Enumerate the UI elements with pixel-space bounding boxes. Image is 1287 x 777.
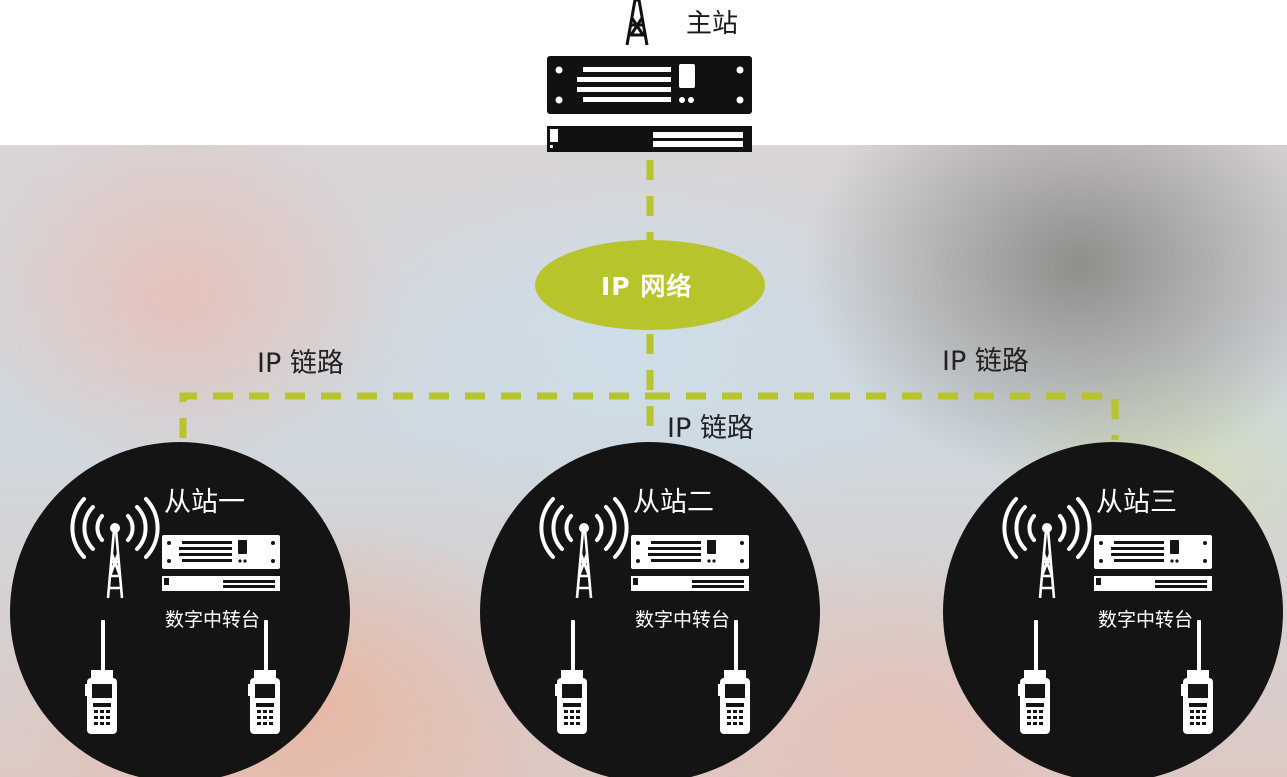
station-1 <box>10 442 350 777</box>
master-tower-icon <box>625 0 649 47</box>
station-1-title: 从站一 <box>164 487 245 518</box>
master-repeater-icon <box>547 56 752 152</box>
station-2-repeater-label: 数字中转台 <box>635 609 731 631</box>
station-1-repeater-label: 数字中转台 <box>165 609 261 631</box>
master-station-label: 主站 <box>686 9 739 39</box>
station-2-title: 从站二 <box>633 487 714 518</box>
repeater-icon <box>631 535 749 591</box>
ip-network-label: IP 网络 <box>601 272 693 301</box>
ip-link-label: IP 链路 <box>942 346 1029 377</box>
ip-link-label: IP 链路 <box>257 348 344 379</box>
ip-network-cloud <box>535 240 765 330</box>
station-2 <box>480 442 820 777</box>
repeater-icon <box>162 535 280 591</box>
station-3-repeater-label: 数字中转台 <box>1098 609 1194 631</box>
ip-link-lines <box>179 160 1119 455</box>
station-3 <box>943 442 1283 777</box>
ip-link-label: IP 链路 <box>667 413 754 444</box>
station-3-title: 从站三 <box>1096 487 1177 518</box>
repeater-icon <box>1094 535 1212 591</box>
